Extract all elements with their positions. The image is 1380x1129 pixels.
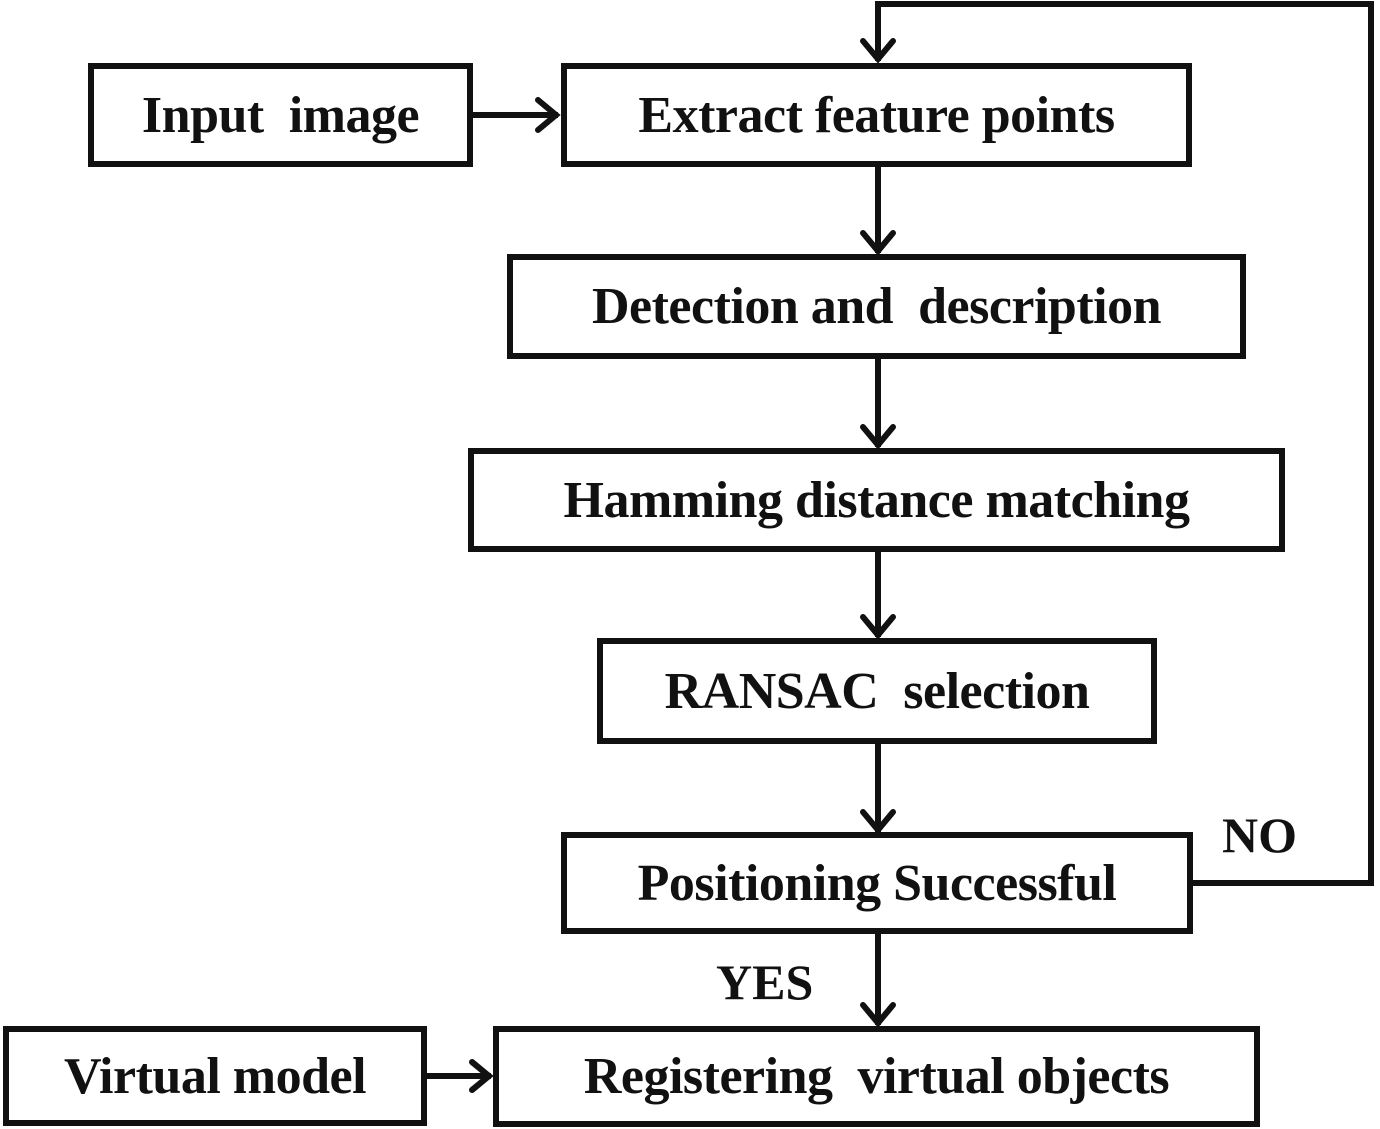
- node-detection-description: Detection and description: [507, 254, 1246, 359]
- arrow-positioning-to-registering: [860, 929, 896, 1028]
- node-detection-description-label: Detection and description: [591, 278, 1162, 335]
- arrow-input-to-extract: [469, 97, 561, 133]
- arrow-hamming-to-ransac: [860, 547, 896, 640]
- node-virtual-model-label: Virtual model: [63, 1047, 367, 1105]
- arrow-feedback-no-loop: [860, 1, 1374, 886]
- node-ransac-selection-label: RANSAC selection: [664, 662, 1090, 720]
- arrow-detection-to-hamming: [860, 355, 896, 450]
- arrow-virtual-to-registering: [422, 1059, 494, 1093]
- edge-label-yes: YES: [716, 954, 814, 1010]
- node-extract-feature-points-label: Extract feature points: [638, 86, 1115, 144]
- edge-label-no: NO: [1222, 807, 1297, 863]
- node-registering-virtual-objects: Registering virtual objects: [493, 1026, 1260, 1127]
- node-registering-virtual-objects-label: Registering virtual objects: [583, 1048, 1170, 1105]
- arrow-ransac-to-positioning: [860, 740, 896, 835]
- node-virtual-model: Virtual model: [3, 1026, 427, 1126]
- node-hamming-matching-label: Hamming distance matching: [563, 471, 1190, 529]
- node-input-image: Input image: [88, 63, 473, 167]
- node-ransac-selection: RANSAC selection: [597, 638, 1157, 744]
- node-hamming-matching: Hamming distance matching: [468, 448, 1285, 552]
- node-positioning-successful: Positioning Successful: [561, 832, 1193, 934]
- arrow-extract-to-detection: [860, 163, 896, 256]
- node-positioning-successful-label: Positioning Successful: [637, 854, 1117, 912]
- node-extract-feature-points: Extract feature points: [561, 63, 1192, 167]
- node-input-image-label: Input image: [141, 86, 420, 144]
